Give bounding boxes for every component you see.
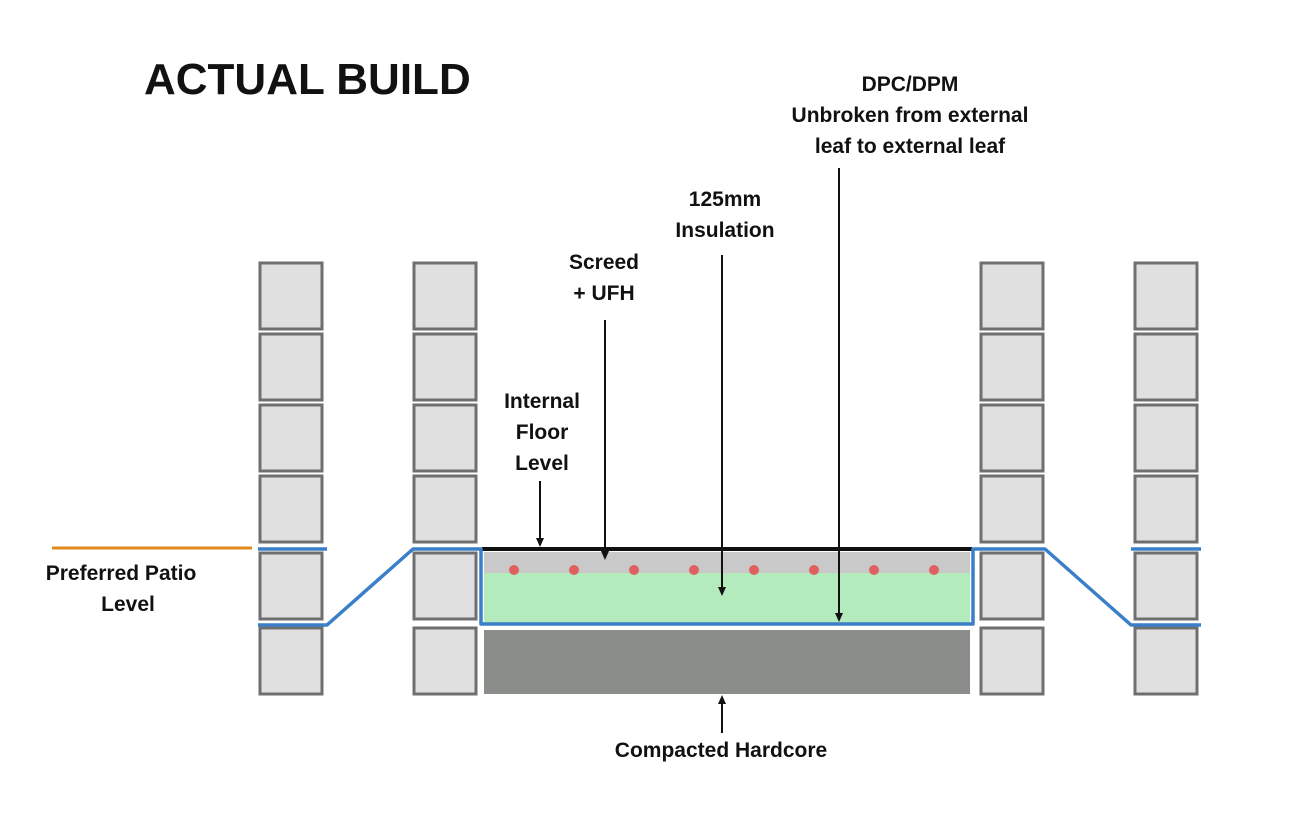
brick	[979, 626, 1045, 696]
ufh-pipe	[689, 565, 699, 575]
dpc-dpm-arrowhead	[835, 613, 843, 622]
ufh-pipe	[869, 565, 879, 575]
ufh-pipes	[509, 565, 939, 575]
brick	[412, 626, 478, 696]
patio-label: Preferred Patio Level	[46, 562, 197, 616]
compacted-hardcore-layer	[484, 630, 970, 694]
brick	[979, 551, 1045, 621]
brick	[258, 332, 324, 402]
screed-layer	[484, 552, 970, 573]
dpc-dpm-line	[258, 547, 1201, 627]
patio-label-line1: Preferred Patio	[46, 562, 197, 585]
brick	[412, 474, 478, 544]
brick	[412, 551, 478, 621]
ufh-pipe	[509, 565, 519, 575]
diagram-title: ACTUAL BUILD	[144, 55, 471, 104]
internal-floor-label-line1: Internal	[504, 390, 580, 413]
brick	[258, 626, 324, 696]
brick	[412, 261, 478, 331]
ufh-pipe	[749, 565, 759, 575]
hardcore-arrowhead	[718, 695, 726, 704]
insulation-label: 125mm Insulation	[675, 188, 774, 242]
insulation-arrowhead	[718, 587, 726, 596]
hardcore-label: Compacted Hardcore	[615, 739, 827, 762]
internal-floor-arrowhead	[536, 538, 544, 547]
internal-floor-label-line2: Floor	[516, 421, 569, 444]
brick	[1133, 332, 1199, 402]
screed-arrowhead	[601, 551, 609, 560]
insulation-label-line2: Insulation	[675, 219, 774, 242]
ufh-pipe	[629, 565, 639, 575]
brick	[979, 261, 1045, 331]
patio-label-line2: Level	[101, 593, 155, 616]
brick	[979, 332, 1045, 402]
dpc-dpm-label: DPC/DPM Unbroken from external leaf to e…	[792, 73, 1029, 158]
brick	[1133, 474, 1199, 544]
brick	[258, 403, 324, 473]
brick	[1133, 403, 1199, 473]
brick	[1133, 551, 1199, 621]
screed-label-line2: + UFH	[573, 282, 634, 305]
brick	[258, 474, 324, 544]
ufh-pipe	[809, 565, 819, 575]
brick	[979, 474, 1045, 544]
right-external-leaf	[1133, 261, 1199, 696]
brick	[979, 403, 1045, 473]
brick	[1133, 626, 1199, 696]
insulation-label-line1: 125mm	[689, 188, 761, 211]
ufh-pipe	[929, 565, 939, 575]
brick	[412, 403, 478, 473]
brick	[258, 551, 324, 621]
left-internal-leaf	[412, 261, 478, 696]
dpc-dpm-label-line1: DPC/DPM	[862, 73, 959, 96]
screed-label: Screed + UFH	[569, 251, 639, 305]
ufh-pipe	[569, 565, 579, 575]
left-external-leaf	[258, 261, 324, 696]
dpc-dpm-label-line2: Unbroken from external	[792, 104, 1029, 127]
right-internal-leaf	[979, 261, 1045, 696]
screed-label-line1: Screed	[569, 251, 639, 274]
wall-leaves	[258, 261, 1199, 696]
internal-floor-label: Internal Floor Level	[504, 390, 580, 475]
dpc-dpm-label-line3: leaf to external leaf	[815, 135, 1006, 158]
brick	[412, 332, 478, 402]
internal-floor-label-line3: Level	[515, 452, 569, 475]
brick	[1133, 261, 1199, 331]
insulation-layer	[484, 573, 970, 624]
brick	[258, 261, 324, 331]
